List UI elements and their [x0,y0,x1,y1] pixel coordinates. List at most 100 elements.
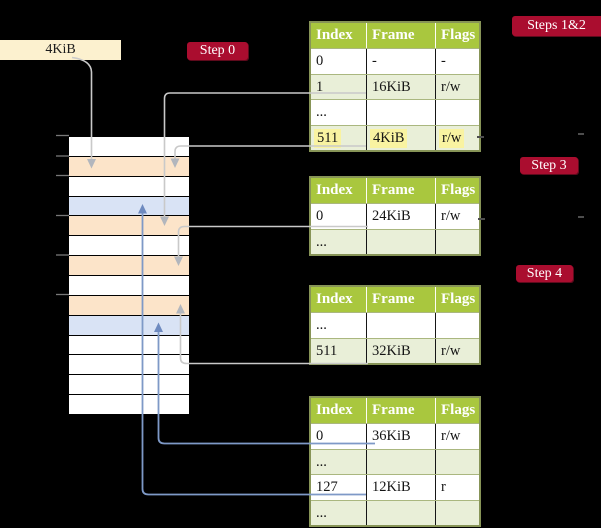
cell-text: - [372,53,377,69]
cell-index: ... [311,313,366,338]
cell-frame: 4KiB [366,125,435,150]
table-row: ... [311,499,479,526]
cell-index: ... [311,501,366,526]
table4-header-row: Index Frame Flags [311,398,479,423]
cell-flags [435,313,479,338]
cell-text: 0 [316,53,324,69]
memory-frame-row-free [69,395,189,415]
table2-header-row: Index Frame Flags [311,178,479,203]
cell-text: - [441,53,446,69]
cell-text: 16KiB [372,78,411,95]
cell-text-highlighted: r/w [439,128,465,148]
cell-frame [366,100,435,125]
cell-index: 0 [311,204,366,229]
table-row: 127 12KiB r [311,474,479,500]
table-row: 1 16KiB r/w [311,73,479,99]
table1-header-row: Index Frame Flags [311,23,479,48]
table-row: 0 24KiB r/w [311,203,479,229]
table3-header-index: Index [316,291,353,307]
table-row-recursive-entry: 511 4KiB r/w [311,124,479,151]
cell-flags [435,229,479,254]
memory-frame-row-pt [69,295,189,315]
cell-index: ... [311,450,366,475]
memory-frame-row-mapped [69,315,189,335]
cell-frame: 36KiB [366,424,435,449]
cell-text: 511 [316,342,338,359]
table-row: ... [311,448,479,475]
cell-text: r/w [441,342,461,359]
cell-text: ... [316,317,327,333]
cell-frame: 24KiB [366,204,435,229]
table3-header-row: Index Frame Flags [311,287,479,312]
cell-text: 127 [316,479,338,495]
cell-text: 0 [316,428,324,444]
cell-index: ... [311,230,366,255]
badge-step-0-label: Step 0 [199,43,236,58]
cell-index: 0 [311,424,366,449]
memory-frame-row-free [69,355,189,375]
cell-flags: r/w [435,74,479,99]
cell-text: 0 [316,208,324,224]
badge-step-4-label: Step 4 [526,266,563,281]
badge-steps-1-2-label: Steps 1&2 [527,18,586,33]
cell-frame [366,449,435,474]
cell-flags: r [435,475,479,500]
page-table-level4: Index Frame Flags 0 - - 1 16KiB r/w ... … [309,21,481,152]
memory-frame-row-free [69,236,189,256]
memory-frame-row-pt [69,156,189,176]
cell-text-highlighted: 511 [314,128,342,148]
cell-index: 511 [311,339,366,364]
memory-frame-row-pt [69,216,189,236]
cell-text: ... [316,104,327,120]
badge-step-3: Step 3 [520,157,578,174]
cell-text: ... [316,453,327,470]
table-row: ... [311,312,479,338]
cell-index: 511 [311,126,366,151]
cell-flags: - [435,49,479,74]
cell-flags: r/w [435,204,479,229]
cell-text: ... [316,233,327,250]
table-row: ... [311,99,479,125]
cell-text: 1 [316,78,324,95]
cell-text: 36KiB [372,428,411,444]
cell-frame: 16KiB [366,74,435,99]
cell-text: r/w [441,78,461,95]
cell-frame: 32KiB [366,338,435,363]
cell-text: r/w [441,428,461,444]
page-table-level1: Index Frame Flags 0 36KiB r/w ... 127 12… [309,396,481,527]
cell-flags: r/w [435,125,479,150]
cell-frame [366,313,435,338]
badge-step-4: Step 4 [516,265,573,282]
cr3-frame-label: 4KiB [45,42,76,57]
table-row: ... [311,228,479,255]
cell-flags [435,449,479,474]
memory-frame-row-free [69,137,189,156]
memory-frame-row-free [69,276,189,295]
cell-text-highlighted: 4KiB [370,128,408,148]
cell-text: 24KiB [372,208,411,224]
cell-text: ... [316,504,327,521]
table-row: 511 32KiB r/w [311,337,479,364]
page-table-level3: Index Frame Flags 0 24KiB r/w ... [309,176,481,256]
page-table-level2: Index Frame Flags ... 511 32KiB r/w [309,285,481,365]
memory-frame-row-free [69,375,189,395]
table3-header-flags: Flags [435,287,479,312]
table3-header-frame: Frame [366,287,435,312]
cell-index: 127 [311,475,366,500]
table1-header-flags: Flags [435,23,479,48]
table-row: 0 36KiB r/w [311,423,479,449]
table4-header-flags: Flags [435,398,479,423]
cell-frame: - [366,49,435,74]
memory-frame-row-free [69,335,189,355]
table-row: 0 - - [311,48,479,74]
badge-step-3-label: Step 3 [531,158,567,173]
cell-index: ... [311,100,366,125]
memory-stack [68,136,190,416]
table4-header-frame: Frame [366,398,435,423]
cell-text: 12KiB [372,479,411,495]
cell-frame: 12KiB [366,475,435,500]
cr3-frame-box: 4KiB [0,40,121,60]
cell-flags [435,500,479,525]
cell-text: r/w [441,208,461,224]
